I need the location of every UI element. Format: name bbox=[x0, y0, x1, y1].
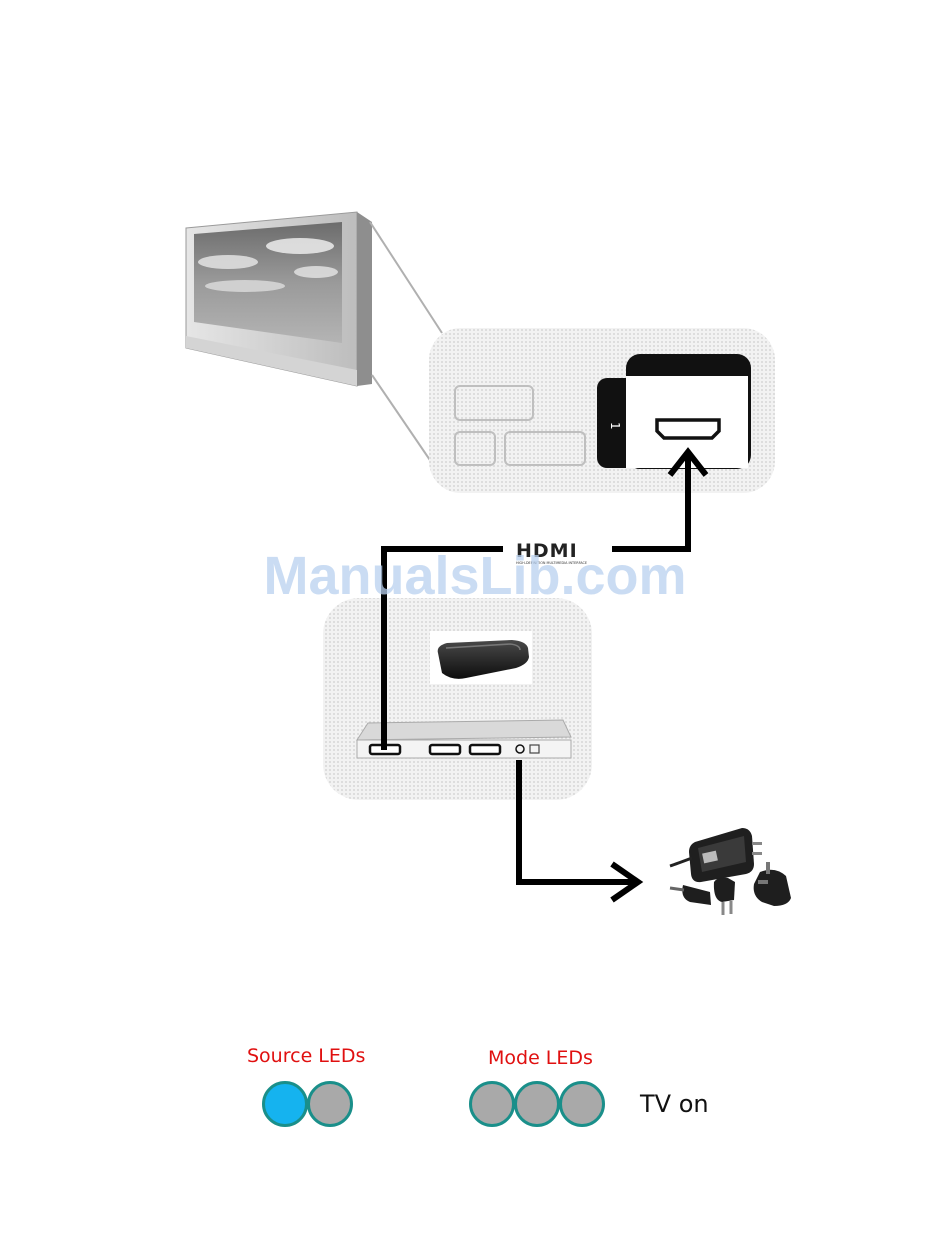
mode-leds bbox=[469, 1081, 604, 1127]
source-leds-label: Source LEDs bbox=[247, 1045, 365, 1067]
mode-led-3 bbox=[559, 1081, 605, 1127]
power-adapter-icon bbox=[670, 828, 791, 915]
tv-hdmi-port-icon bbox=[657, 420, 719, 438]
source-led-1 bbox=[262, 1081, 308, 1127]
tv-port-number: 1 bbox=[608, 422, 622, 430]
source-led-2 bbox=[307, 1081, 353, 1127]
source-leds bbox=[262, 1081, 352, 1127]
device-panel bbox=[323, 598, 592, 800]
hdmi-in-port-1-icon bbox=[430, 745, 460, 754]
zoom-line-bottom bbox=[372, 375, 434, 466]
watermark: ManualsLib.com bbox=[0, 545, 950, 607]
tv-illustration bbox=[186, 212, 372, 386]
mode-leds-label: Mode LEDs bbox=[488, 1047, 593, 1069]
mode-led-1 bbox=[469, 1081, 515, 1127]
tv-status-text: TV on bbox=[640, 1090, 709, 1118]
zoom-line-top bbox=[370, 222, 442, 333]
hdmi-in-port-2-icon bbox=[470, 745, 500, 754]
tv-port-panel: 1 bbox=[429, 328, 775, 493]
mode-led-2 bbox=[514, 1081, 560, 1127]
